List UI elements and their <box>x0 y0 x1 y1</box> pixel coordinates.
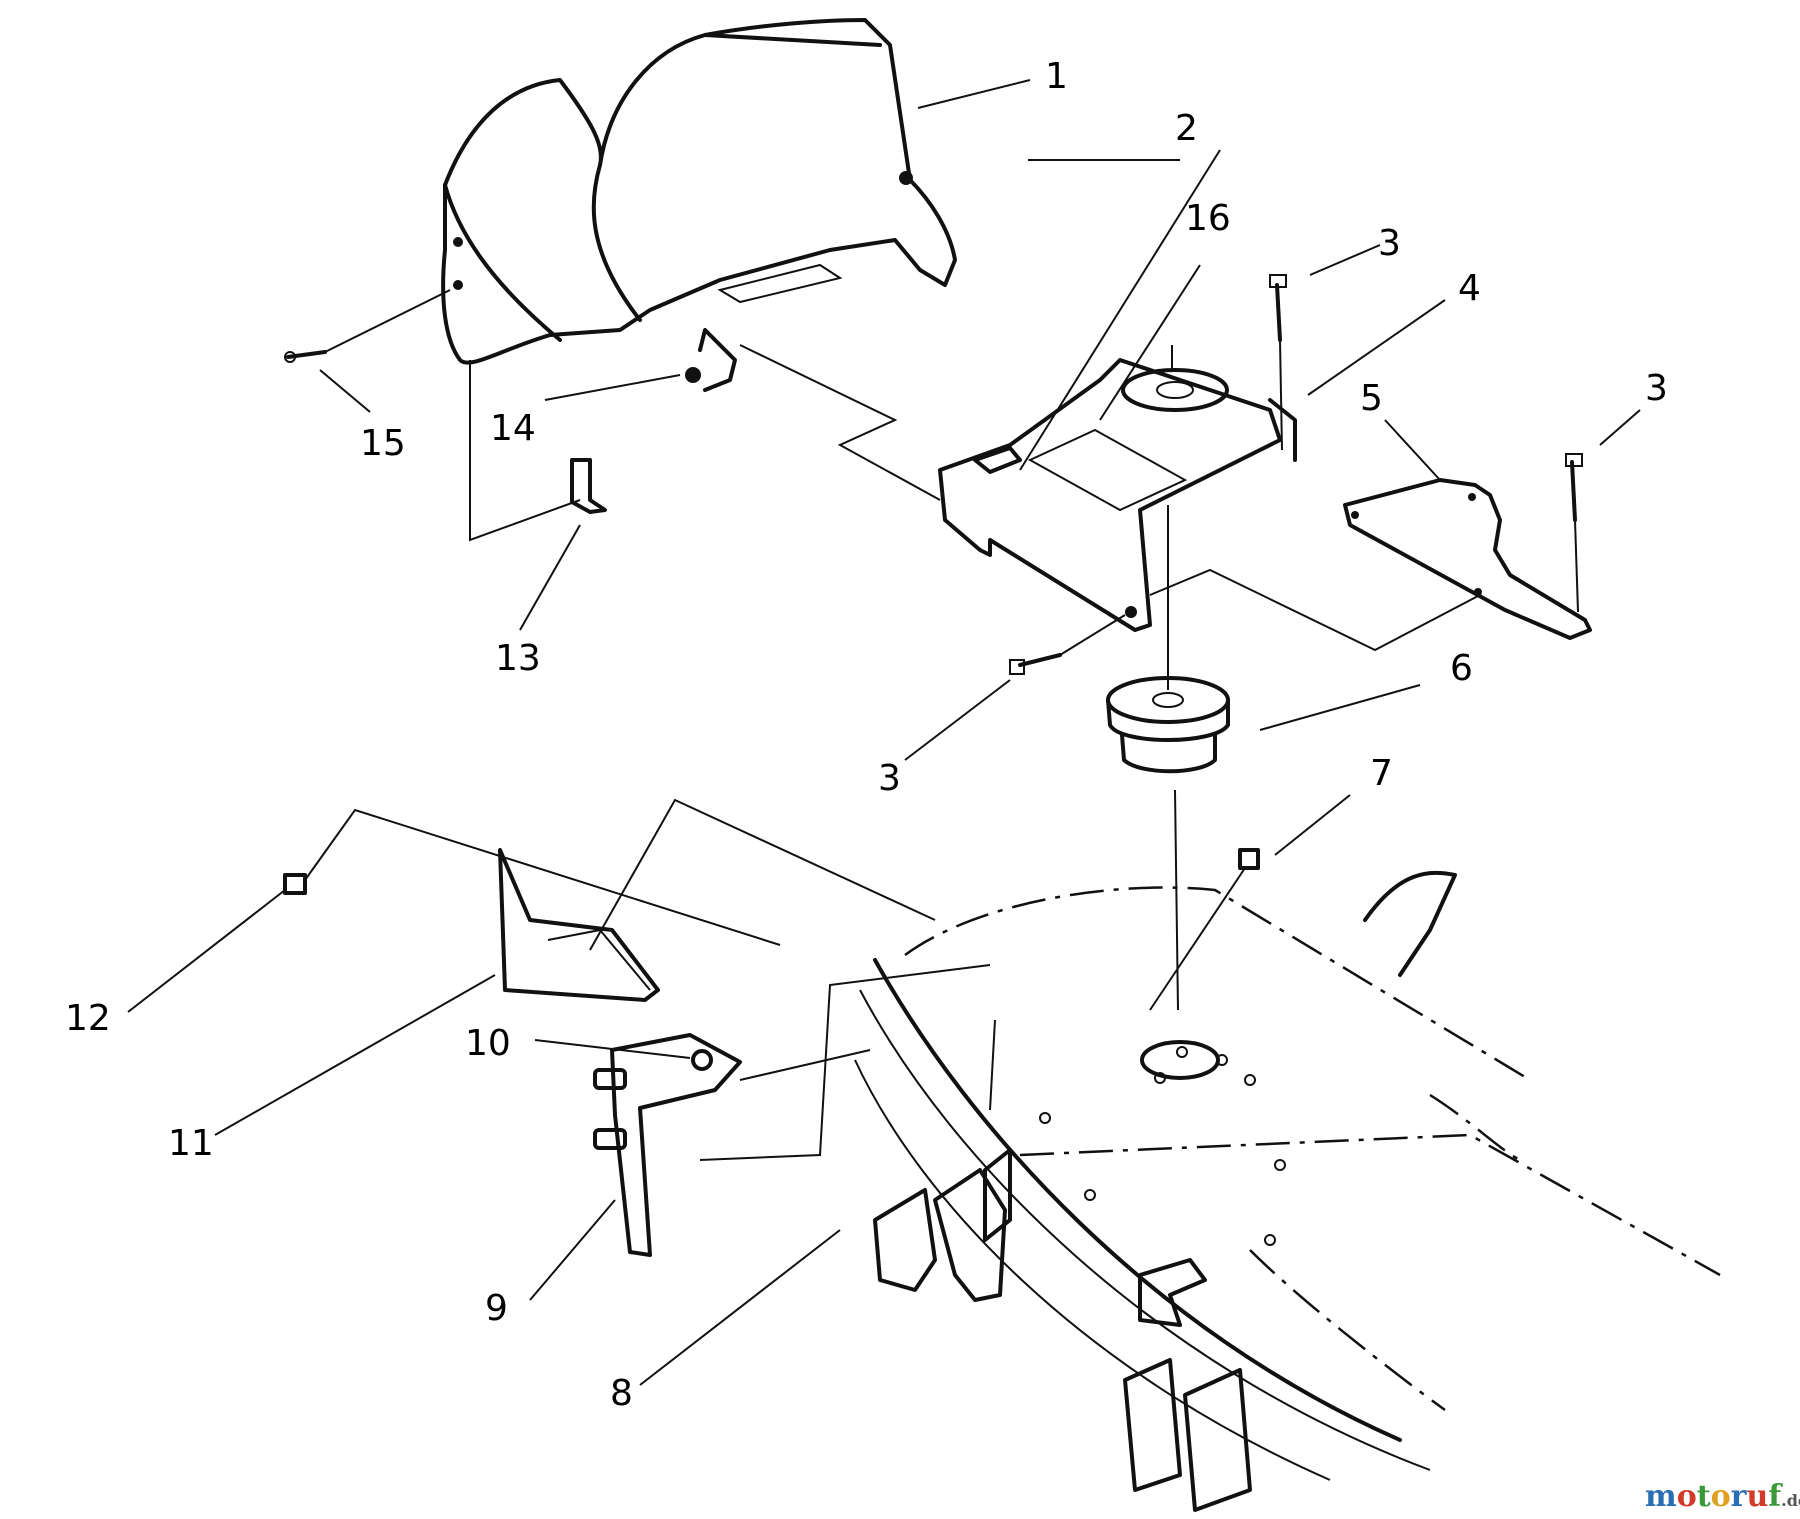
plate-5 <box>1343 478 1592 640</box>
callout-3: 3 <box>878 758 901 799</box>
assembly-line-a <box>739 344 941 501</box>
mower-deck <box>854 870 1721 1512</box>
callout-16: 16 <box>1185 198 1231 239</box>
mounting-bracket <box>938 345 1297 632</box>
callout-13: 13 <box>495 638 541 679</box>
nut-7 <box>1149 848 1260 1011</box>
deflector-11 <box>498 798 936 1002</box>
callout-1: 1 <box>1045 56 1068 97</box>
bracket-9 <box>593 964 991 1257</box>
callout-3: 3 <box>1378 223 1401 264</box>
callout-14: 14 <box>490 408 536 449</box>
chute-deflector <box>441 18 957 392</box>
bracket-13 <box>469 360 607 542</box>
callout-2: 2 <box>1175 108 1198 149</box>
bolt-3c <box>1009 614 1126 675</box>
pulley-6 <box>1106 505 1230 1011</box>
callout-5: 5 <box>1360 378 1383 419</box>
watermark: motoruf.de <box>1645 1479 1800 1514</box>
callout-15: 15 <box>360 423 406 464</box>
callout-7: 7 <box>1370 753 1393 794</box>
callout-9: 9 <box>485 1288 508 1329</box>
bolt-12 <box>283 808 781 946</box>
watermark-logo: motoruf.de <box>1645 1479 1800 1514</box>
callout-6: 6 <box>1450 648 1473 689</box>
leader-lines <box>127 79 1641 1386</box>
callout-10: 10 <box>465 1023 511 1064</box>
bolt-15 <box>284 289 451 363</box>
callout-11: 11 <box>168 1123 214 1164</box>
callout-8: 8 <box>610 1373 633 1414</box>
assembly-line-b <box>1149 568 1481 652</box>
bolt-3a <box>1269 274 1287 451</box>
callout-12: 12 <box>65 998 111 1039</box>
callout-4: 4 <box>1458 268 1481 309</box>
bolt-3b <box>1565 453 1583 613</box>
callout-3: 3 <box>1645 368 1668 409</box>
